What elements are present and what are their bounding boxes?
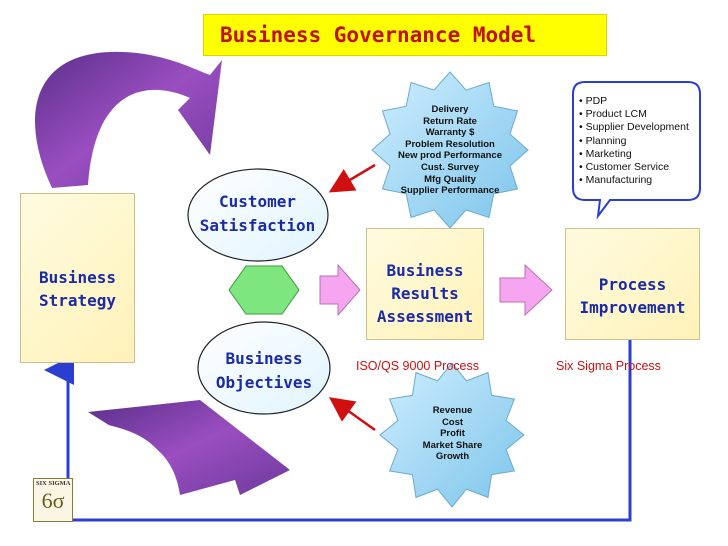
pointer-arrow-objectives	[328, 397, 376, 432]
results-label-line3: Assessment	[376, 307, 474, 326]
business-objectives-label: Business Objectives	[215, 349, 313, 392]
business-strategy-box: Business Strategy	[20, 193, 135, 363]
metric-item: Revenue	[432, 405, 473, 416]
list-item: • Customer Service	[579, 161, 670, 174]
metric-item: Growth	[435, 451, 470, 463]
pink-arrow-to-improvement	[499, 263, 553, 317]
iso-process-label: ISO/QS 9000 Process	[356, 359, 479, 373]
logo-text: SIX SIGMA	[36, 480, 71, 487]
metric-item: Mfg Quality	[424, 173, 476, 185]
curved-arrow-bottom	[88, 400, 290, 495]
metric-item: Market Share	[422, 439, 483, 451]
metric-item: Cost	[441, 416, 464, 428]
process-improvement-box: Process Improvement	[565, 228, 700, 340]
improvement-areas-list: • PDP • Product LCM • Supplier Developme…	[579, 95, 697, 197]
business-strategy-label-line2: Strategy	[38, 291, 117, 310]
business-objectives-oval	[197, 321, 331, 415]
results-label-line2: Results	[391, 284, 459, 303]
customer-satisfaction-oval	[187, 168, 329, 262]
improvement-areas-callout-shape	[572, 81, 701, 220]
metric-item: Cust. Survey	[420, 161, 480, 173]
list-item: • Planning	[579, 134, 627, 147]
metric-item: Warranty $	[425, 127, 475, 139]
results-label-line1: Business	[386, 261, 464, 280]
metric-item: Return Rate	[423, 115, 477, 127]
logo-glyph: 6σ	[41, 488, 65, 513]
page-title: Business Governance Model	[203, 14, 607, 56]
metric-item: New prod Performance	[398, 150, 502, 162]
improvement-label-line1: Process	[598, 275, 667, 294]
list-item: • PDP	[579, 95, 608, 107]
green-hexagon	[228, 265, 300, 315]
six-sigma-logo: SIX SIGMA 6σ	[33, 478, 73, 522]
financial-metrics-list: Revenue Cost Profit Market Share Growth	[400, 405, 505, 463]
metric-item: Problem Resolution	[405, 138, 495, 150]
satisfaction-metrics-list: Delivery Return Rate Warranty $ Problem …	[385, 104, 515, 197]
six-sigma-process-label: Six Sigma Process	[556, 359, 661, 373]
business-results-assessment-box: Business Results Assessment	[366, 228, 484, 340]
list-item: • Supplier Development	[579, 121, 689, 134]
financial-metrics-burst	[379, 362, 525, 508]
improvement-label-line2: Improvement	[579, 298, 686, 317]
list-item: • Product LCM	[579, 108, 647, 121]
curved-arrow-top	[35, 51, 222, 188]
feedback-loop-line	[44, 330, 632, 522]
pink-arrow-to-results	[319, 263, 361, 317]
metric-item: Supplier Performance	[400, 185, 500, 197]
business-strategy-label-line1: Business	[38, 268, 117, 287]
metric-item: Delivery	[431, 104, 469, 115]
list-item: • Marketing	[579, 147, 632, 160]
customer-satisfaction-label: Customer Satisfaction	[199, 192, 316, 235]
pointer-arrow-satisfaction	[328, 163, 376, 193]
metric-item: Profit	[440, 428, 465, 440]
list-item: • Manufacturing	[579, 174, 653, 187]
